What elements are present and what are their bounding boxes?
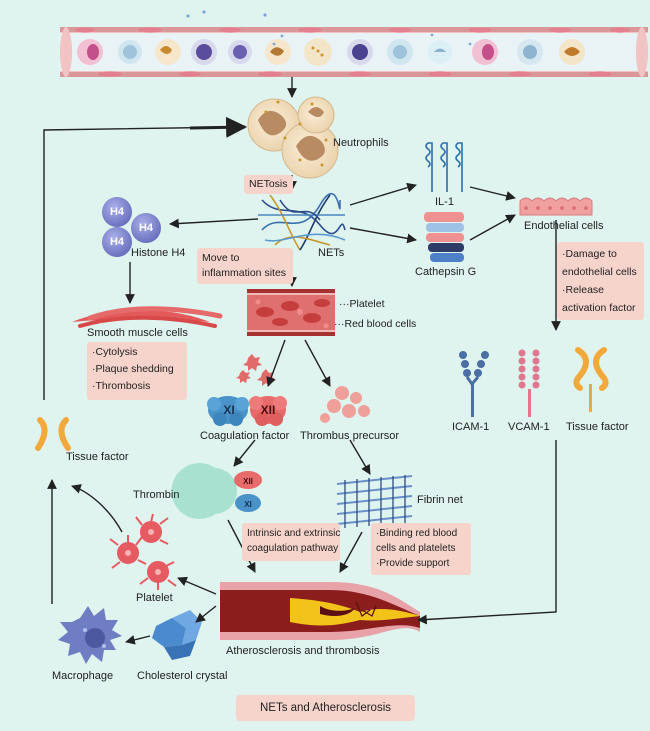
macrophage-image [58, 606, 122, 664]
macrophage-label: Macrophage [52, 670, 114, 682]
tissue-factor-left-label: Tissue factor [66, 451, 129, 463]
thrombus-precursor-image [320, 386, 370, 423]
pathway-line-2: coagulation pathway [247, 543, 339, 554]
netosis-box: NETosis [244, 175, 293, 194]
top-blood-vessel [60, 10, 648, 77]
endothelial-effect-3: ·Release [562, 284, 605, 296]
icam1-image [459, 351, 489, 417]
thrombus-precursor-label: Thrombus precursor [300, 430, 400, 442]
platelet-pointer-label: ···Platelet [339, 298, 385, 310]
smooth-muscle-effects-box: ·Cytolysis ·Plaque shedding ·Thrombosis [87, 342, 187, 400]
tissue-factor-right-image [573, 347, 609, 412]
tissue-factor-left-image [35, 417, 71, 451]
diagram-title: NETs and Atherosclerosis [236, 695, 415, 721]
thrombin-image [171, 463, 262, 520]
platelet-label: Platelet [136, 592, 173, 604]
fibrin-net-label: Fibrin net [417, 494, 463, 506]
xi-label: XI [223, 403, 235, 417]
nets-image [258, 192, 346, 251]
fibrin-effect-1: ·Binding red blood [376, 528, 458, 539]
cholesterol-crystal-label: Cholesterol crystal [137, 670, 228, 682]
platelet-vessel-label: Platelet [349, 298, 385, 310]
thrombin-xii-label: XII [243, 477, 253, 486]
icam1-label: ICAM-1 [452, 421, 490, 433]
endothelial-effects-box: ·Damage to endothelial cells ·Release ac… [557, 242, 644, 320]
histone-h4-sphere-2: H4 [138, 222, 154, 234]
netosis-label: NETosis [249, 178, 288, 190]
cholesterol-crystal-image [152, 610, 202, 660]
thrombin-label: Thrombin [133, 489, 180, 501]
coagulation-pathway-box: Intrinsic and extrinsic coagulation path… [242, 523, 340, 561]
effect-cytolysis: ·Cytolysis [92, 346, 138, 358]
endothelial-cells-image [519, 197, 593, 216]
neutrophils-image [247, 96, 339, 179]
xii-label: XII [260, 403, 276, 417]
rbc-pointer-label: ···Red blood cells [334, 318, 417, 330]
smooth-muscle-cells-image [72, 306, 223, 328]
histone-h4-image [102, 197, 161, 257]
effect-plaque-shedding: ·Plaque shedding [92, 363, 174, 375]
fibrin-effect-3: ·Provide support [376, 558, 450, 569]
il1-label: IL-1 [435, 196, 454, 208]
effect-thrombosis: ·Thrombosis [92, 380, 151, 392]
move-to-line-1: Move to [202, 252, 240, 264]
smooth-muscle-cells-label: Smooth muscle cells [87, 327, 188, 339]
cathepsin-g-label: Cathepsin G [415, 266, 477, 278]
endothelial-effect-2: endothelial cells [562, 266, 637, 278]
histone-h4-sphere-3: H4 [109, 236, 125, 248]
atherosclerosis-label: Atherosclerosis and thrombosis [226, 645, 380, 657]
pathway-line-1: Intrinsic and extrinsic [247, 528, 341, 539]
tissue-factor-right-label: Tissue factor [566, 421, 629, 433]
vcam1-image [518, 349, 540, 417]
move-to-line-2: inflammation sites [202, 267, 287, 279]
inflamed-vessel-image [247, 289, 335, 336]
neutrophils-label: Neutrophils [333, 137, 389, 149]
endothelial-effect-1: ·Damage to [562, 248, 617, 260]
endothelial-cells-label: Endothelial cells [524, 220, 604, 232]
red-blood-cells-label: Red blood cells [344, 318, 417, 330]
fibrin-effect-2: cells and platelets [376, 543, 456, 554]
coagulation-factor-image [207, 396, 287, 426]
coagulation-factor-label: Coagulation factor [200, 430, 290, 442]
vcam1-label: VCAM-1 [508, 421, 550, 433]
nets-label: NETs [318, 247, 345, 259]
atherosclerotic-vessel-image [220, 582, 420, 640]
il1-image [425, 142, 463, 192]
histone-h4-label: Histone H4 [131, 247, 186, 259]
cathepsin-g-image [424, 212, 464, 262]
fibrin-effects-box: ·Binding red blood cells and platelets ·… [371, 523, 471, 575]
move-to-inflammation-box: Move to inflammation sites [197, 248, 293, 284]
fibrin-net-image [336, 475, 413, 528]
histone-h4-sphere-1: H4 [109, 206, 125, 218]
endothelial-effect-4: activation factor [562, 302, 636, 314]
activated-platelets-image [109, 513, 177, 590]
thrombin-xi-label: XI [244, 500, 252, 509]
